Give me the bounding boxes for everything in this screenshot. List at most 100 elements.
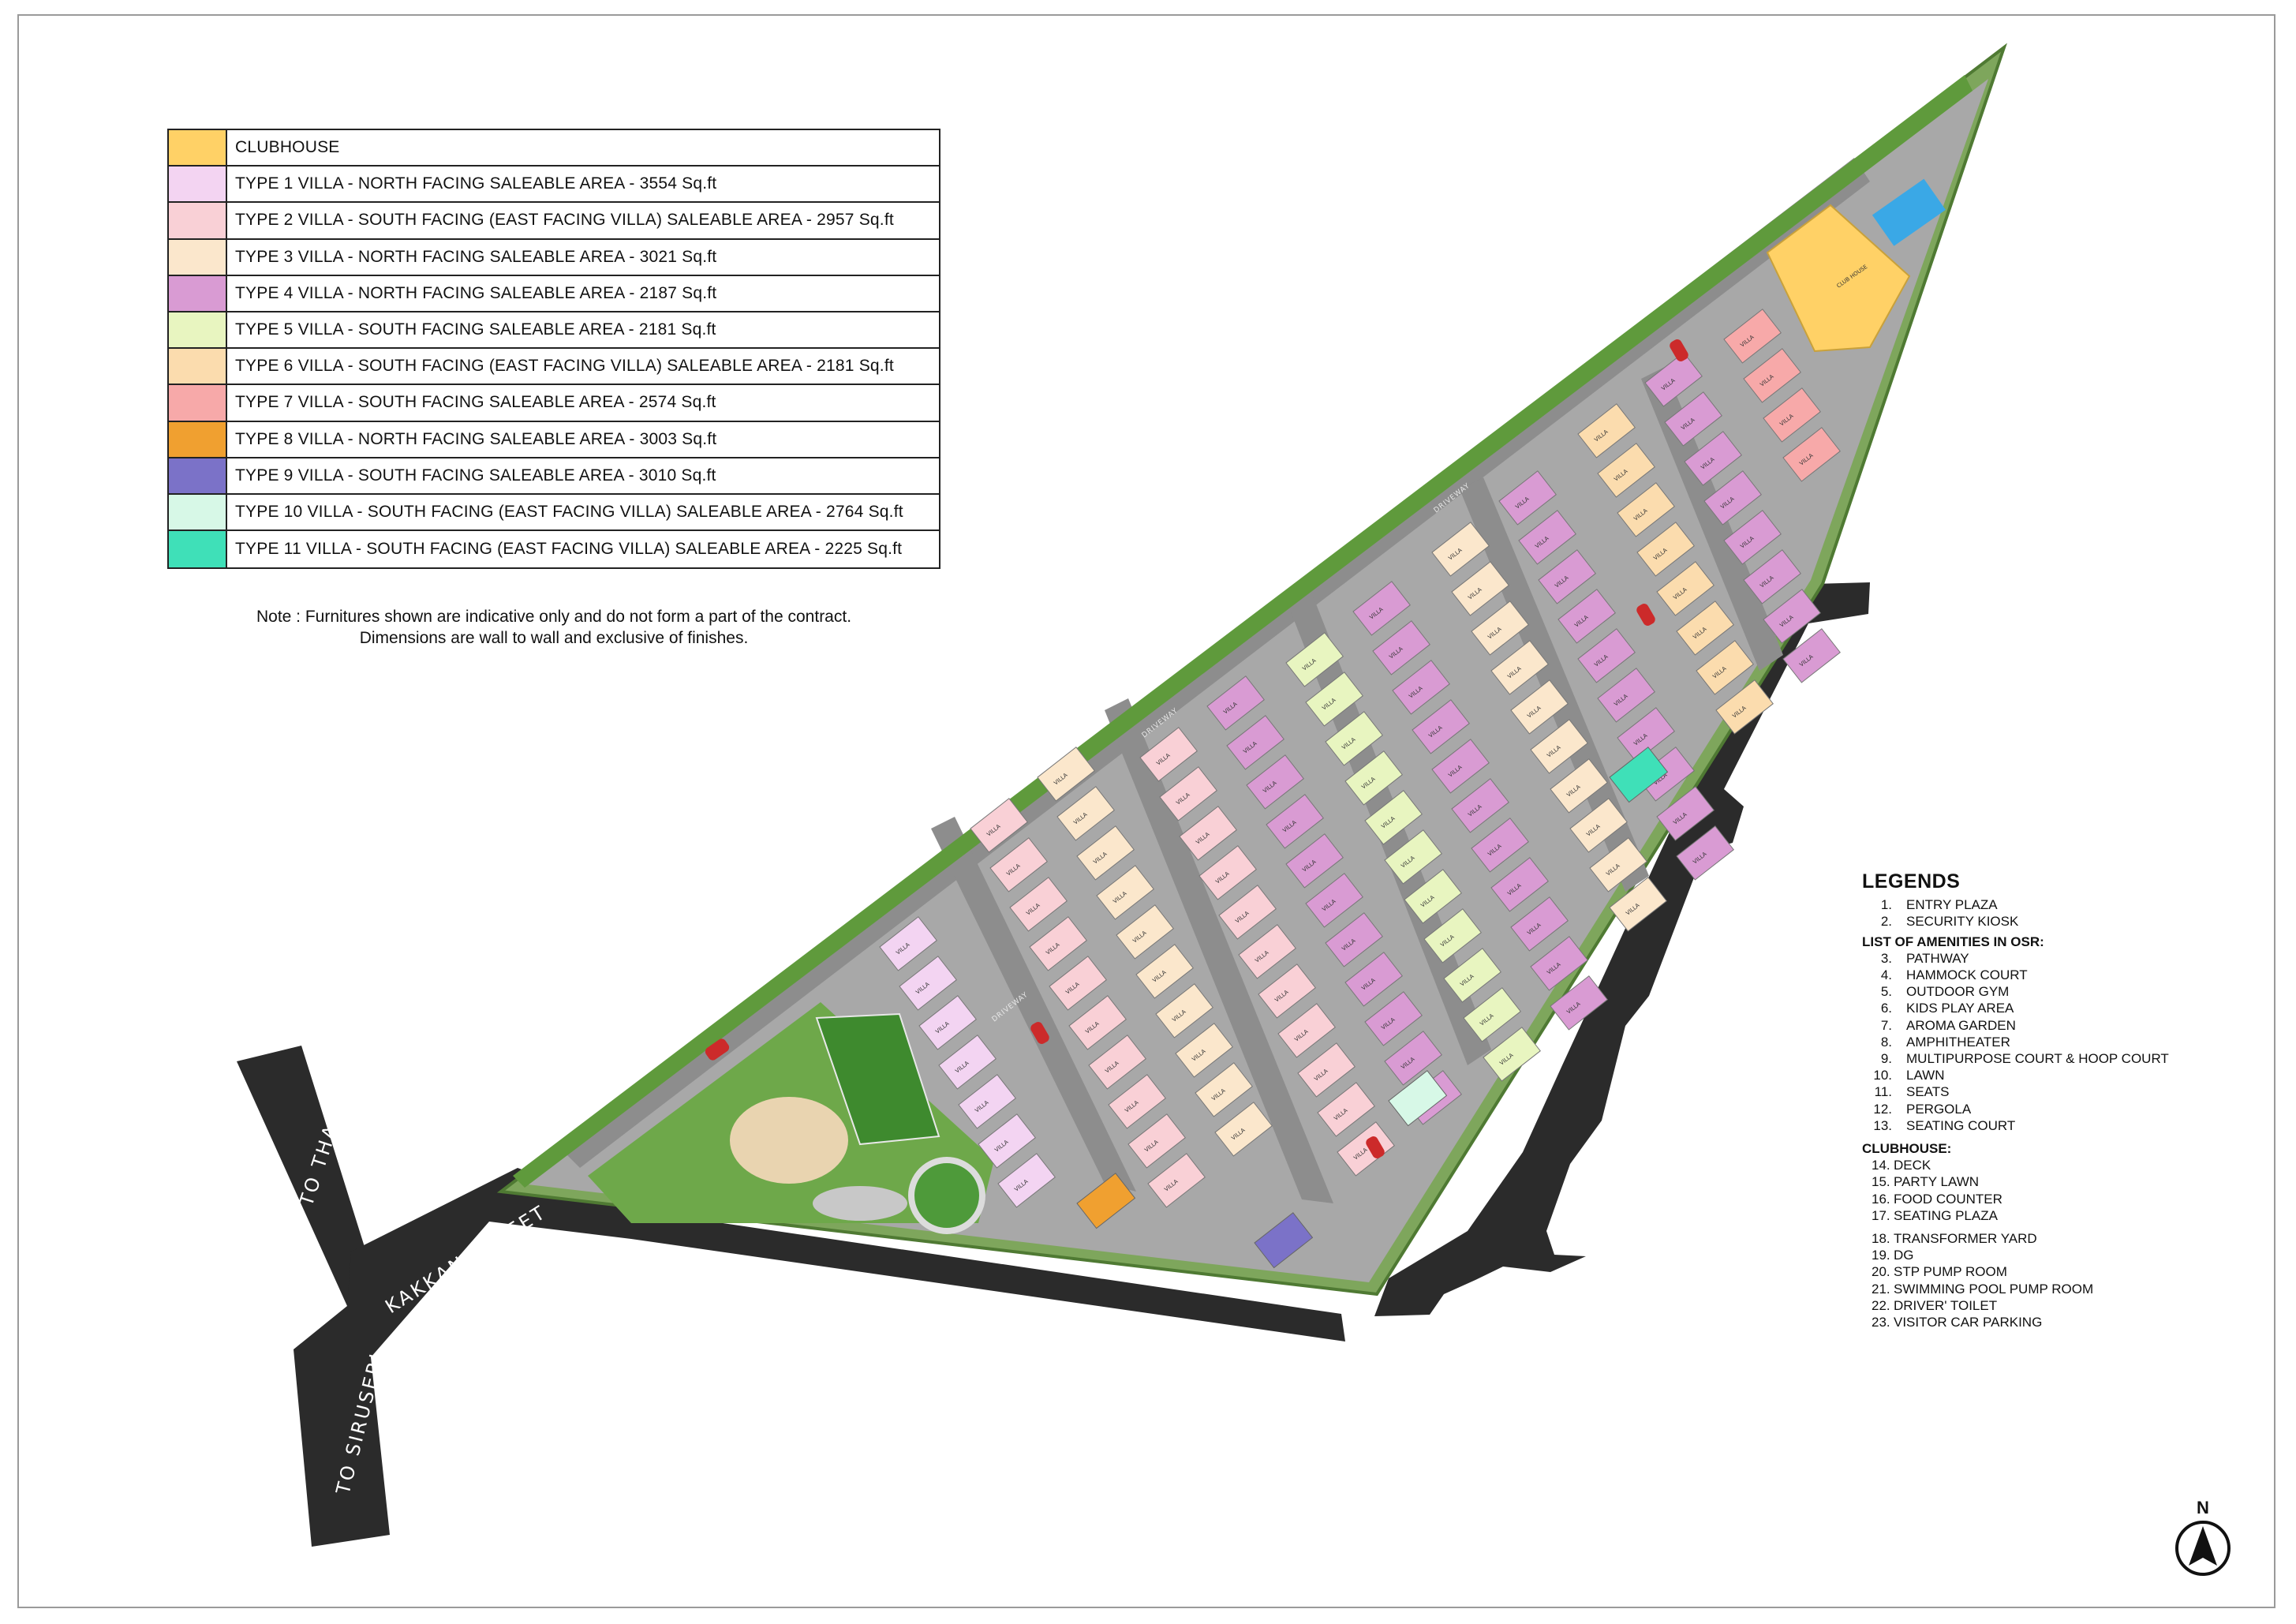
villa-type-swatch [169,494,227,530]
villa-type-label: TYPE 1 VILLA - NORTH FACING SALEABLE ARE… [235,174,717,193]
legend-item-number: 11. [1874,1084,1892,1100]
villa-type-swatch [169,203,227,238]
legend-item-label: SECURITY KIOSK [1906,914,2019,930]
legend-item-label: PERGOLA [1906,1101,1972,1117]
villa-plot: VILLA [1577,628,1636,683]
villa-plot: VILLA [1589,837,1647,892]
villa-plot: VILLA [1384,829,1442,885]
villa-plot-special [1254,1212,1314,1269]
clubhouse-title: CLUBHOUSE: [1862,1141,1952,1157]
villa-type-label: TYPE 10 VILLA - SOUTH FACING (EAST FACIN… [235,502,903,521]
villa-type-row: TYPE 3 VILLA - NORTH FACING SALEABLE ARE… [169,239,939,276]
note-line-1: Note : Furnitures shown are indicative o… [256,608,852,626]
villa-plot: VILLA [1372,620,1430,675]
legend-item-label: FOOD COUNTER [1894,1191,2002,1207]
villa-plot: VILLA [1569,798,1628,853]
villa-type-swatch [169,531,227,568]
legend-item: 11.SEATS [1862,1083,2272,1100]
villa-type-label: CLUBHOUSE [235,138,340,157]
multipurpose-court [815,1012,940,1146]
villa-plot: VILLA [1037,747,1095,802]
villa-plot: VILLA [989,837,1048,892]
villa-plot: VILLA [1139,727,1198,782]
legend-item: 14. DECK [1862,1157,2272,1173]
kids-play-area [730,1097,848,1184]
villa-plot: VILLA [1498,470,1557,526]
villa-plot: VILLA [1258,964,1316,1019]
villa-plot: VILLA [1597,443,1655,498]
villa-plot: VILLA [1266,794,1324,849]
villa-type-swatch [169,349,227,384]
villa-plot: VILLA [1530,936,1588,991]
villa-plot: VILLA [1305,873,1363,928]
villa-type-label: TYPE 9 VILLA - SOUTH FACING SALEABLE ARE… [235,466,716,485]
villa-plot: VILLA [918,995,977,1050]
villa-plot-special [1076,1173,1136,1229]
legend-item: 7.AROMA GARDEN [1862,1017,2272,1034]
car-marker [1366,1136,1385,1158]
site-inner-plot [521,79,1988,1282]
villa-type-swatch [169,385,227,421]
note-line-2: Dimensions are wall to wall and exclusiv… [359,629,749,647]
legend-item-number: 14. [1872,1158,1890,1173]
villa-plot: VILLA [1325,912,1383,967]
villa-type-row: TYPE 4 VILLA - NORTH FACING SALEABLE ARE… [169,275,939,312]
villa-plot: VILLA [1384,1031,1442,1086]
villa-plot: VILLA [1656,786,1715,841]
villa-plot: VILLA [1743,549,1801,604]
legend-item-label: SWIMMING POOL PUMP ROOM [1894,1281,2094,1297]
villa-plot: VILLA [1364,790,1423,845]
villa-plot: VILLA [1664,391,1722,447]
legend-item-number: 2. [1880,914,1892,930]
villa-plot: VILLA [1412,699,1470,754]
villa-plot: VILLA [1763,589,1821,644]
legend-item-number: 3. [1880,950,1892,966]
legend-item-label: DRIVER' TOILET [1894,1297,1998,1313]
villa-plot: VILLA [1159,766,1217,821]
villa-plot: VILLA [1715,679,1774,735]
villa-plot: VILLA [938,1035,997,1090]
legend-item-label: DECK [1894,1158,1931,1173]
villa-plots: VILLAVILLAVILLAVILLAVILLAVILLAVILLAVILLA… [879,309,1841,1269]
legend-title: LEGENDS [1862,870,1961,892]
villa-plot: VILLA [1644,352,1703,407]
legend-item: 2. SECURITY KIOSK [1862,913,2272,930]
legend-item-label: PATHWAY [1906,950,1969,966]
legend-item-label: AROMA GARDEN [1906,1017,2016,1033]
legend-item-number: 8. [1880,1034,1892,1050]
villa-plot: VILLA [1195,1062,1253,1117]
legend-item-number: 9. [1880,1051,1892,1067]
villa-type-row: TYPE 7 VILLA - SOUTH FACING SALEABLE ARE… [169,385,939,422]
villa-plot: VILLA [1763,387,1821,443]
osr-title: LIST OF AMENITIES IN OSR: [1862,934,2044,949]
villa-plot: VILLA [1135,944,1194,999]
villa-plot: VILLA [1029,916,1087,971]
villa-plot: VILLA [1147,1153,1206,1208]
villa-plot: VILLA [1305,672,1363,727]
villa-plot: VILLA [1538,549,1596,604]
legend-item: 12.PERGOLA [1862,1101,2272,1117]
villa-plot: VILLA [1443,948,1501,1003]
villa-plot: VILLA [1068,995,1127,1050]
villa-plot: VILLA [1325,711,1383,766]
villa-plot: VILLA [1277,1003,1336,1058]
villa-plot: VILLA [1703,470,1762,526]
villa-plot: VILLA [1218,885,1277,940]
legend-item: 5.OUTDOOR GYM [1862,983,2272,1000]
villa-plot: VILLA [1088,1035,1146,1090]
villa-plot: VILLA [1198,845,1257,900]
villa-type-legend-table: CLUBHOUSE TYPE 1 VILLA - NORTH FACING SAL… [167,129,940,570]
furniture-note: Note : Furnitures shown are indicative o… [167,606,940,649]
villa-plot-special [1388,1070,1448,1127]
legend-item: 16.FOOD COUNTER [1862,1191,2272,1207]
villa-plot: VILLA [1617,707,1675,762]
villa-plot: VILLA [997,1153,1056,1208]
kakkan-street-road [294,1168,1345,1547]
legend-item-label: HAMMOCK COURT [1906,967,2028,983]
legend-item-number: 18. [1872,1231,1890,1247]
villa-type-row: TYPE 8 VILLA - NORTH FACING SALEABLE ARE… [169,421,939,458]
villa-plot: VILLA [1696,640,1754,695]
villa-type-label: TYPE 4 VILLA - NORTH FACING SALEABLE ARE… [235,283,717,302]
legend-item-label: STP PUMP ROOM [1894,1264,2007,1280]
